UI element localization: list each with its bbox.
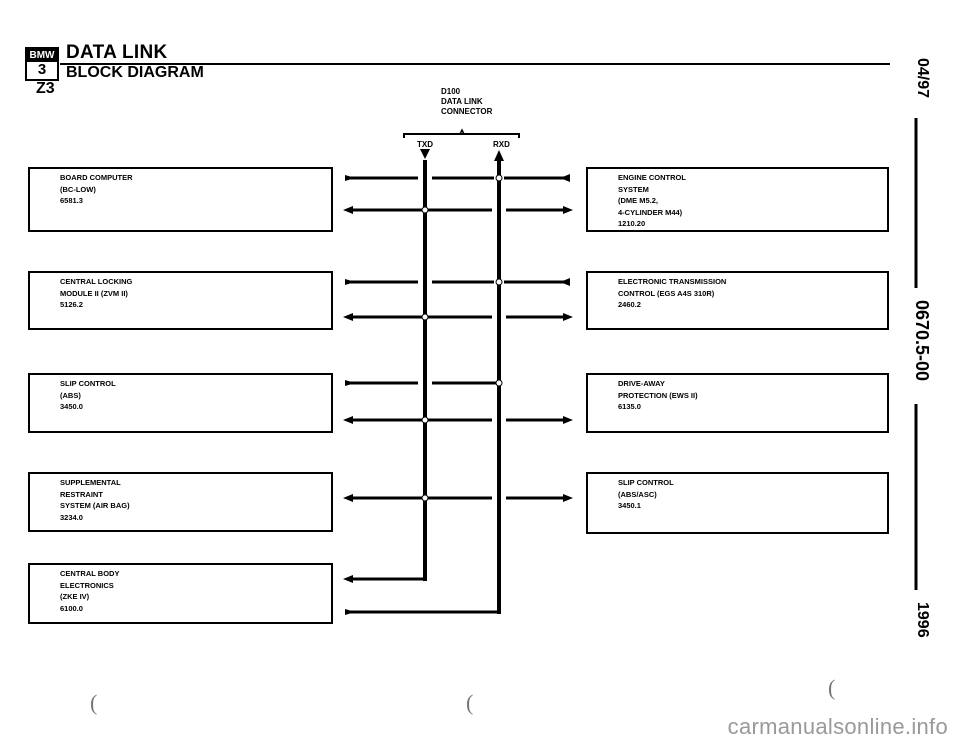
module-line: 6100.0 bbox=[60, 603, 83, 613]
module-label: BOARD COMPUTER (BC-LOW) 6581.3 bbox=[60, 172, 133, 207]
module-line: (ZKE IV) bbox=[60, 592, 90, 601]
page-title: DATA LINK bbox=[66, 42, 168, 63]
bmw-3-series-logo: BMW 3 bbox=[25, 47, 59, 81]
module-line: 3450.1 bbox=[618, 501, 641, 510]
module-box-supplemental-restraint: SUPPLEMENTAL RESTRAINT SYSTEM (AIR BAG) … bbox=[28, 472, 333, 532]
module-line: (ABS) bbox=[60, 390, 81, 400]
stray-mark: ( bbox=[90, 690, 98, 715]
connector-line: CONNECTOR bbox=[441, 107, 493, 116]
model-label: Z3 bbox=[36, 80, 55, 97]
stray-mark: ( bbox=[466, 690, 474, 715]
header-rule bbox=[60, 63, 890, 65]
module-line: BOARD COMPUTER bbox=[60, 173, 133, 182]
arrow-marker bbox=[563, 206, 573, 214]
margin-year: 1996 bbox=[914, 602, 931, 638]
module-box-board-computer: BOARD COMPUTER (BC-LOW) 6581.3 bbox=[28, 167, 333, 232]
module-line: MODULE II (ZVM II) bbox=[60, 288, 128, 298]
module-line: 3234.0 bbox=[60, 512, 83, 522]
module-line: 6581.3 bbox=[60, 196, 83, 205]
module-line: SYSTEM bbox=[618, 184, 649, 194]
connector-label: D100 DATA LINK CONNECTOR bbox=[441, 87, 492, 117]
module-box-transmission-control: ELECTRONIC TRANSMISSION CONTROL (EGS A4S… bbox=[586, 271, 889, 330]
arrow-marker bbox=[563, 313, 573, 321]
junction-dot bbox=[421, 206, 429, 214]
module-label: DRIVE-AWAY PROTECTION (EWS II) 6135.0 bbox=[618, 378, 698, 413]
arrow-marker bbox=[343, 313, 353, 321]
junction-dot bbox=[495, 278, 503, 286]
connector-bracket bbox=[403, 133, 520, 138]
module-box-engine-control: ENGINE CONTROL SYSTEM (DME M5.2, 4-CYLIN… bbox=[586, 167, 889, 232]
arrow-marker bbox=[563, 416, 573, 424]
module-line: RESTRAINT bbox=[60, 489, 103, 499]
watermark: carmanualsonline.info bbox=[727, 714, 948, 739]
module-box-slip-control-abs: SLIP CONTROL (ABS) 3450.0 bbox=[28, 373, 333, 433]
rxd-label: RXD bbox=[493, 140, 510, 149]
rxd-arrowhead bbox=[494, 150, 504, 161]
module-line: 5126.2 bbox=[60, 300, 83, 309]
module-box-central-body-electronics: CENTRAL BODY ELECTRONICS (ZKE IV) 6100.0 bbox=[28, 563, 333, 624]
margin-date: 04/97 bbox=[914, 58, 931, 99]
junction-dot bbox=[495, 379, 503, 387]
arrow-marker bbox=[343, 494, 353, 502]
junction-dot bbox=[421, 416, 429, 424]
logo-series: 3 bbox=[37, 61, 47, 78]
module-line: SLIP CONTROL bbox=[618, 478, 674, 487]
page-subtitle: BLOCK DIAGRAM bbox=[66, 64, 204, 81]
module-line: CENTRAL BODY bbox=[60, 569, 120, 578]
connector-line: DATA LINK bbox=[441, 97, 483, 106]
module-line: 6135.0 bbox=[618, 402, 641, 411]
junction-dot bbox=[421, 313, 429, 321]
module-line: CONTROL (EGS A4S 310R) bbox=[618, 288, 715, 298]
arrow-marker bbox=[343, 575, 353, 583]
stray-mark: ( bbox=[828, 675, 836, 700]
module-label: SLIP CONTROL (ABS/ASC) 3450.1 bbox=[618, 477, 674, 512]
arrow-marker bbox=[343, 206, 353, 214]
module-line: SUPPLEMENTAL bbox=[60, 478, 121, 487]
module-label: ELECTRONIC TRANSMISSION CONTROL (EGS A4S… bbox=[618, 276, 726, 311]
arrow-marker bbox=[560, 174, 570, 182]
module-label: CENTRAL LOCKING MODULE II (ZVM II) 5126.… bbox=[60, 276, 132, 311]
junction-dot bbox=[421, 494, 429, 502]
module-line: 2460.2 bbox=[618, 300, 641, 309]
module-box-drive-away-protection: DRIVE-AWAY PROTECTION (EWS II) 6135.0 bbox=[586, 373, 889, 433]
module-line: ELECTRONICS bbox=[60, 580, 114, 590]
module-line: PROTECTION (EWS II) bbox=[618, 390, 698, 400]
arrow-marker bbox=[563, 494, 573, 502]
module-line: (DME M5.2, bbox=[618, 196, 659, 205]
module-line: DRIVE-AWAY bbox=[618, 379, 665, 388]
module-label: SLIP CONTROL (ABS) 3450.0 bbox=[60, 378, 116, 413]
connector-line: D100 bbox=[441, 87, 461, 96]
module-line: (BC-LOW) bbox=[60, 184, 96, 194]
module-line: ENGINE CONTROL bbox=[618, 173, 686, 182]
txd-label: TXD bbox=[417, 140, 433, 149]
arrow-marker bbox=[343, 416, 353, 424]
junction-dot bbox=[495, 174, 503, 182]
margin-section-code: 0670.5-00 bbox=[912, 300, 932, 382]
module-line: 4-CYLINDER M44) bbox=[618, 207, 683, 217]
module-line: CENTRAL LOCKING bbox=[60, 277, 133, 286]
module-label: SUPPLEMENTAL RESTRAINT SYSTEM (AIR BAG) … bbox=[60, 477, 130, 523]
module-line: SLIP CONTROL bbox=[60, 379, 116, 388]
logo-brand: BMW bbox=[27, 49, 57, 62]
module-line: ELECTRONIC TRANSMISSION bbox=[618, 277, 727, 286]
module-box-central-locking: CENTRAL LOCKING MODULE II (ZVM II) 5126.… bbox=[28, 271, 333, 330]
module-box-slip-control-asc: SLIP CONTROL (ABS/ASC) 3450.1 bbox=[586, 472, 889, 534]
module-line: (ABS/ASC) bbox=[618, 489, 657, 499]
module-label: ENGINE CONTROL SYSTEM (DME M5.2, 4-CYLIN… bbox=[618, 172, 686, 230]
module-line: 1210.20 bbox=[618, 219, 646, 228]
arrow-marker bbox=[560, 278, 570, 286]
module-label: CENTRAL BODY ELECTRONICS (ZKE IV) 6100.0 bbox=[60, 568, 119, 614]
module-line: 3450.0 bbox=[60, 402, 83, 411]
txd-arrowhead bbox=[420, 149, 430, 159]
module-line: SYSTEM (AIR BAG) bbox=[60, 501, 130, 510]
connector-bracket-tip bbox=[459, 128, 465, 135]
